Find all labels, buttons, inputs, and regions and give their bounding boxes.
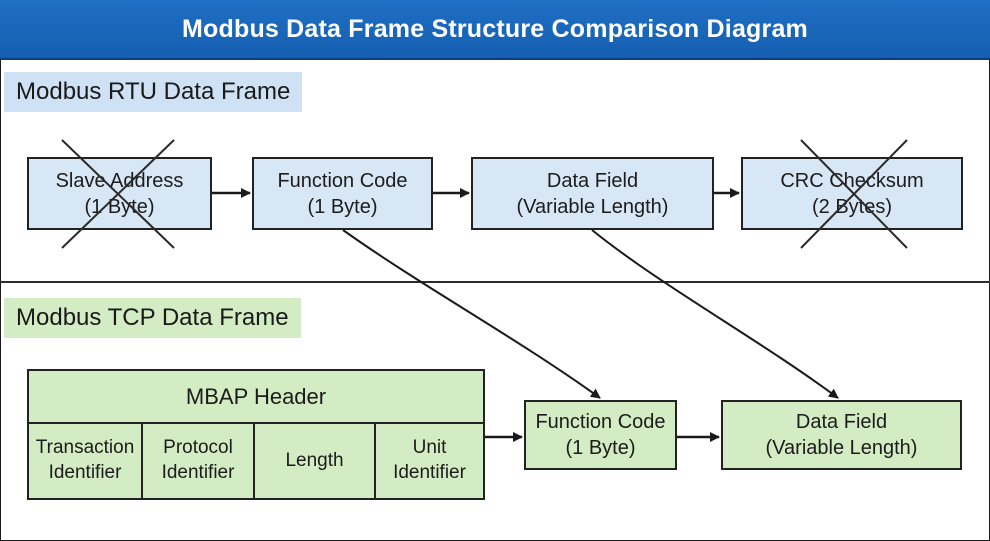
rtu-slave-address-box: Slave Address (1 Byte)	[27, 157, 212, 230]
rtu-data-field-size: (Variable Length)	[516, 195, 669, 218]
rtu-slave-address-name: Slave Address	[55, 169, 184, 192]
tcp-data-field-box: Data Field (Variable Length)	[721, 400, 962, 470]
tcp-function-code-size: (1 Byte)	[565, 437, 636, 459]
rtu-function-code-name: Function Code	[277, 169, 408, 192]
section-divider	[0, 281, 990, 283]
mapping-function-code-curve	[342, 229, 601, 399]
rtu-function-code-box: Function Code (1 Byte)	[252, 157, 433, 230]
rtu-data-field-box: Data Field (Variable Length)	[471, 157, 714, 230]
tcp-data-field-size: (Variable Length)	[765, 437, 918, 459]
crc-checksum-cross-out	[800, 139, 908, 249]
rtu-section-label: Modbus RTU Data Frame	[4, 72, 303, 112]
diagram-title: Modbus Data Frame Structure Comparison D…	[0, 0, 990, 60]
mapping-data-field-curve	[591, 229, 839, 399]
rtu-crc-checksum-box: CRC Checksum (2 Bytes)	[741, 157, 963, 230]
tcp-function-code-box: Function Code (1 Byte)	[524, 400, 677, 470]
slave-address-cross-out	[61, 139, 175, 249]
tcp-data-field-name: Data Field	[795, 411, 888, 433]
rtu-function-code-size: (1 Byte)	[307, 195, 378, 218]
tcp-section-label: Modbus TCP Data Frame	[4, 298, 301, 338]
mbap-length: Length	[255, 422, 376, 498]
mbap-header-title: MBAP Header	[29, 371, 483, 424]
tcp-function-code-name: Function Code	[535, 411, 666, 433]
rtu-crc-checksum-name: CRC Checksum	[780, 169, 924, 192]
rtu-data-field-name: Data Field	[546, 169, 639, 192]
